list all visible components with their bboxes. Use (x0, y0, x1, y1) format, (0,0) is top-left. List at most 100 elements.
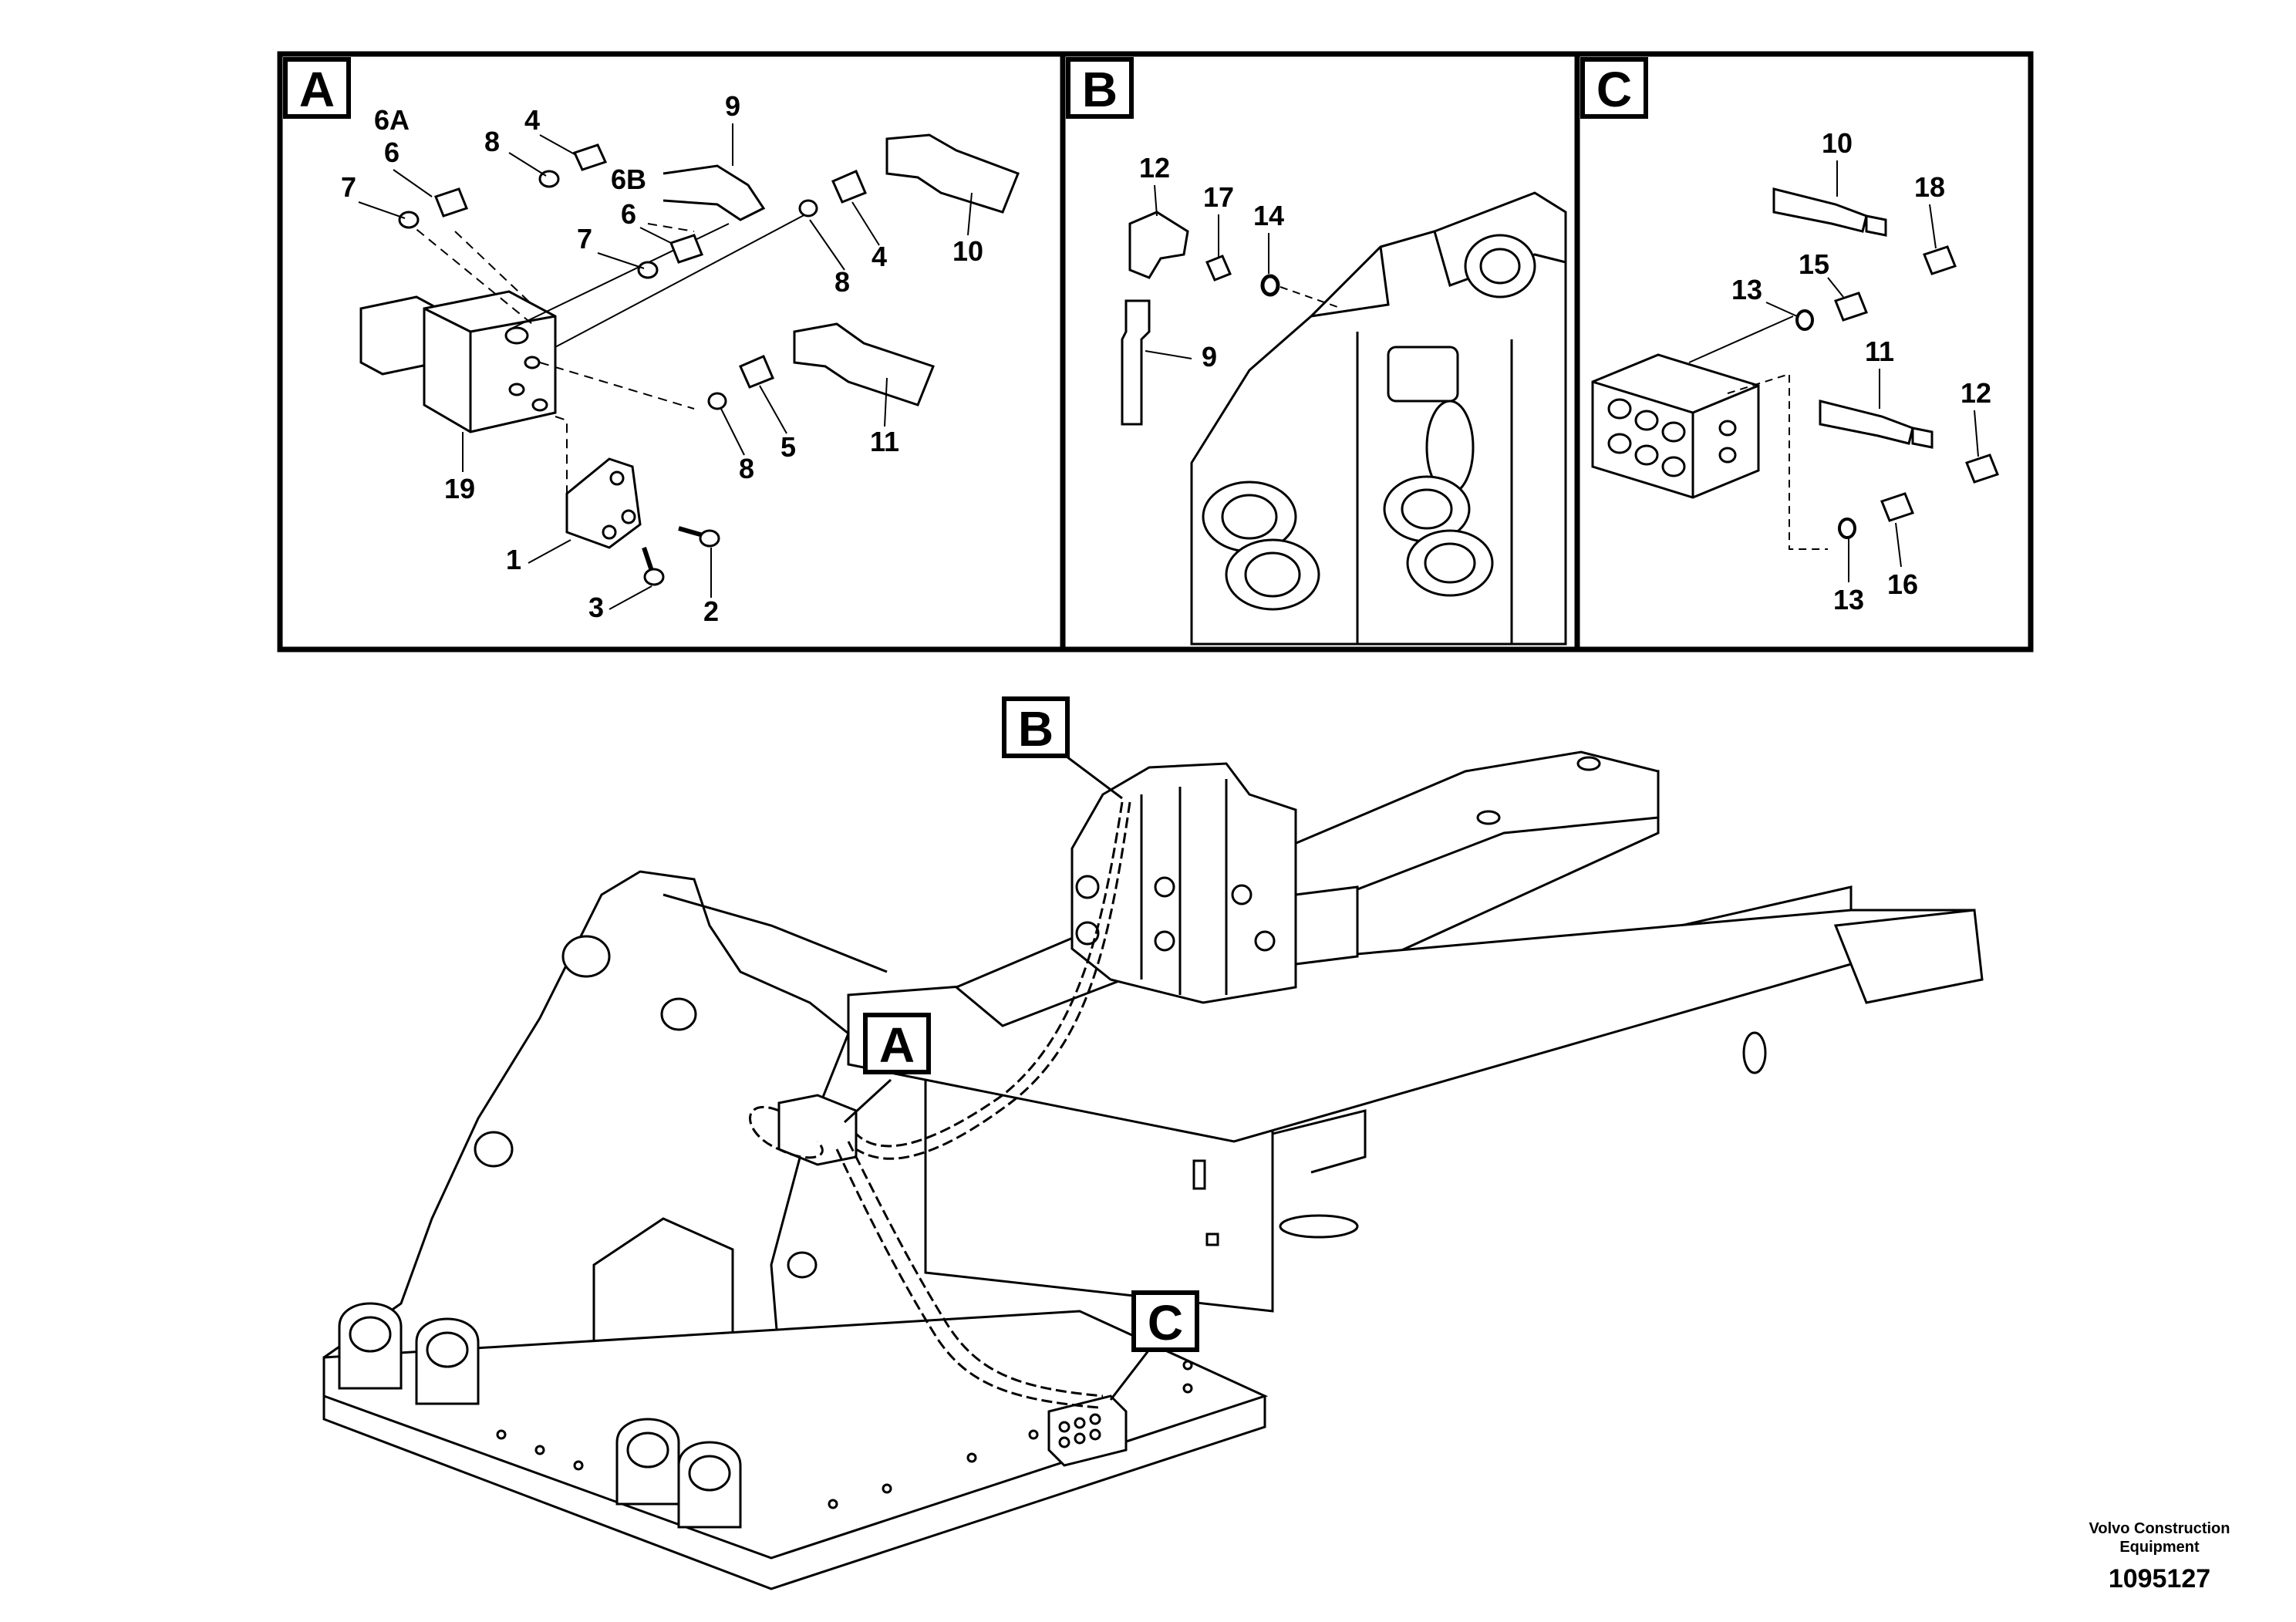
panel-c-letter: C (1596, 62, 1632, 117)
panel-a-leaders (358, 123, 973, 610)
clevis-lugs (338, 1302, 742, 1529)
main-hoses (749, 801, 1131, 1409)
elbow-12 (1128, 211, 1189, 279)
part-label: 4 (524, 104, 540, 136)
valve-block (423, 290, 557, 433)
fitting-15 (1834, 292, 1868, 322)
detail-frame (277, 51, 2034, 653)
part-label: 1 (506, 544, 521, 575)
hose-route-b-to-a (855, 801, 1124, 1148)
fitting-4-top (572, 143, 608, 171)
part-label: 6A (374, 104, 410, 136)
hose-loop (749, 1105, 824, 1159)
callout-c-letter: C (1148, 1295, 1183, 1351)
panel-b-labels: 12 17 14 9 (1139, 152, 1284, 373)
panel-c-leaders (1765, 160, 1979, 582)
fitting-4-right (831, 170, 867, 204)
part-label: 7 (577, 223, 592, 255)
part-label: 6 (621, 198, 636, 230)
elbow-12-c (1965, 454, 1999, 484)
manifold-ports (1607, 398, 1737, 477)
part-label: 12 (1139, 152, 1170, 184)
part-label: 18 (1914, 171, 1945, 203)
hose-9 (663, 164, 766, 221)
part-label: 13 (1731, 274, 1762, 305)
part-label: 9 (1202, 341, 1217, 373)
hose-11 (793, 322, 935, 406)
part-label: 9 (725, 90, 740, 122)
fitting-17 (1205, 255, 1232, 282)
part-label: 8 (739, 453, 754, 484)
callout-a-letter: A (879, 1017, 915, 1073)
control-valve-assembly (1070, 762, 1297, 1004)
part-label: 6B (611, 164, 646, 195)
part-label: 17 (1203, 181, 1234, 213)
o-ring-13-b (1838, 518, 1856, 539)
part-label: 10 (952, 235, 983, 267)
drawing-number: 1095127 (2109, 1564, 2210, 1593)
brand-line-2: Equipment (2119, 1539, 2200, 1556)
fitting-16 (1880, 492, 1914, 522)
panel-c-labels: 10 18 15 13 11 12 13 16 (1731, 127, 1991, 615)
part-label: 2 (703, 595, 719, 627)
part-label: 8 (834, 266, 850, 298)
o-ring-13 (1795, 309, 1814, 331)
beam-end-cap (1833, 909, 1984, 1004)
brand-line-1: Volvo Construction (2089, 1520, 2230, 1537)
hose-route-b-to-a (855, 801, 1131, 1160)
hose-10-c (1772, 187, 1868, 233)
main-callout-leaders (843, 750, 1151, 1401)
panel-b-leaders (1145, 184, 1269, 359)
panel-a-letter-box: A (283, 57, 351, 119)
part-label: 12 (1961, 377, 1991, 409)
part-label: 3 (588, 592, 604, 623)
hose-9-b (1121, 299, 1151, 426)
panel-b-letter-box: B (1066, 57, 1134, 119)
fitting-5 (739, 355, 774, 389)
part-label: 7 (341, 171, 356, 203)
panel-a-labels: 6A 6 4 8 9 7 6B 6 7 8 4 10 8 5 11 19 1 3… (341, 90, 983, 627)
beam-slot (1192, 1159, 1206, 1190)
part-label: 6 (384, 137, 400, 168)
main-callout-a: A (863, 1013, 931, 1074)
hose-10 (885, 133, 1020, 214)
bolt-3 (643, 568, 665, 586)
panel-a-letter: A (299, 62, 335, 117)
detail-panels (277, 51, 2034, 653)
part-label: 8 (484, 126, 500, 157)
panel-c-drawing (1591, 187, 1999, 550)
main-callout-b: B (1002, 696, 1070, 758)
part-label: 16 (1887, 568, 1918, 600)
fitting-6 (434, 187, 468, 218)
part-label: 4 (872, 241, 887, 272)
beam-stud (1205, 1233, 1219, 1246)
o-ring-14 (1260, 274, 1280, 297)
part-label: 13 (1833, 584, 1864, 615)
main-manifold-ports (1058, 1413, 1101, 1448)
valve-side-block (1294, 885, 1359, 966)
hose-route-a-to-c (835, 1148, 1100, 1409)
callout-b-letter: B (1018, 701, 1054, 757)
part-label: 11 (1865, 336, 1894, 367)
part-label: 14 (1253, 200, 1284, 231)
panel-a-drawing (359, 133, 1020, 586)
part-label: 5 (781, 431, 796, 463)
panel-b-letter: B (1082, 62, 1118, 117)
hose-route-a-to-c (847, 1141, 1104, 1398)
panel-b-drawing (1121, 191, 1567, 646)
hose-11-c (1819, 400, 1914, 445)
bolt-2 (699, 529, 720, 548)
main-manifold-c (1047, 1394, 1128, 1467)
fitting-6b (669, 234, 703, 264)
part-label: 19 (444, 473, 475, 504)
elbow-18 (1923, 245, 1957, 275)
panel-c-letter-box: C (1580, 57, 1648, 119)
part-label: 11 (870, 426, 899, 457)
part-label: 15 (1799, 248, 1829, 280)
main-callout-c: C (1131, 1290, 1199, 1352)
base-holes (496, 1360, 1193, 1509)
part-label: 10 (1822, 127, 1853, 159)
main-assembly-view (322, 750, 1984, 1590)
base-plate (322, 1310, 1269, 1560)
